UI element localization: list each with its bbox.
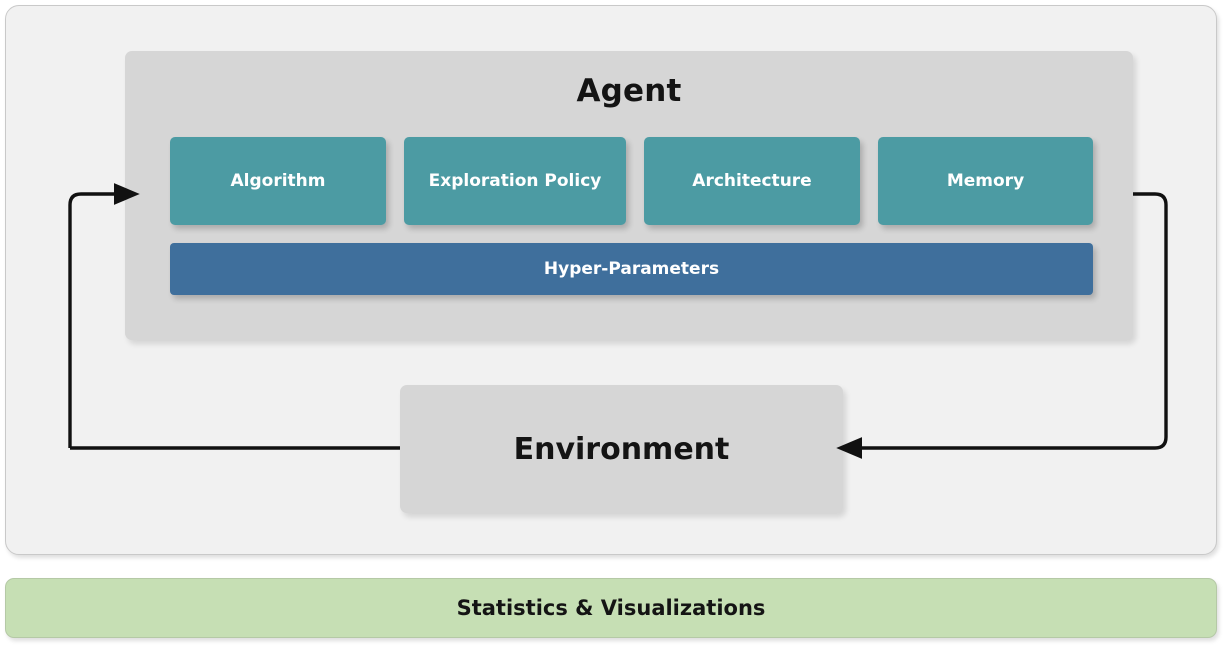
agent-title: Agent bbox=[576, 73, 682, 109]
environment-box[interactable]: Environment bbox=[400, 385, 843, 513]
agent-panel: Agent Algorithm Exploration Policy Archi… bbox=[125, 51, 1133, 340]
agent-component-exploration-policy[interactable]: Exploration Policy bbox=[404, 137, 626, 225]
environment-label: Environment bbox=[513, 431, 730, 467]
hyper-parameters-label: Hyper-Parameters bbox=[543, 259, 720, 279]
statistics-visualizations-bar[interactable]: Statistics & Visualizations bbox=[5, 578, 1217, 638]
agent-component-memory[interactable]: Memory bbox=[878, 137, 1093, 225]
agent-component-memory-label: Memory bbox=[946, 171, 1025, 191]
agent-component-algorithm[interactable]: Algorithm bbox=[170, 137, 386, 225]
agent-components-row: Algorithm Exploration Policy Architectur… bbox=[170, 137, 1093, 225]
statistics-visualizations-label: Statistics & Visualizations bbox=[456, 596, 766, 620]
agent-component-algorithm-label: Algorithm bbox=[230, 171, 326, 191]
agent-component-architecture-label: Architecture bbox=[692, 171, 812, 191]
hyper-parameters-bar[interactable]: Hyper-Parameters bbox=[170, 243, 1093, 295]
agent-component-exploration-policy-label: Exploration Policy bbox=[428, 171, 602, 191]
agent-component-architecture[interactable]: Architecture bbox=[644, 137, 860, 225]
